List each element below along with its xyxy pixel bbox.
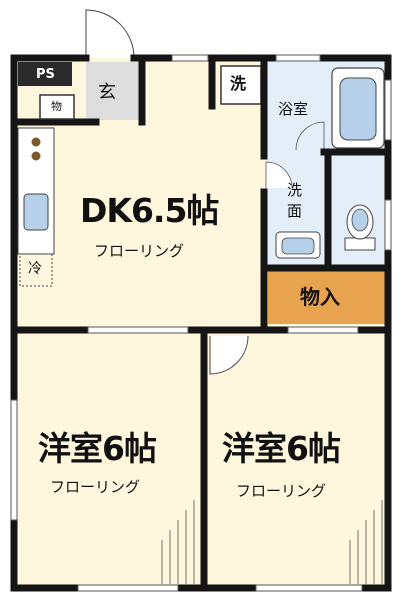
bath-door-swing <box>295 121 325 151</box>
entrance-floor <box>86 62 141 120</box>
ps-block <box>18 62 72 86</box>
bath-label: 浴室 <box>278 100 309 118</box>
bedroom-door-swing <box>209 335 249 375</box>
kitchen-counter <box>17 127 55 255</box>
washroom-label: 洗 面 <box>287 181 303 220</box>
ps-label: PS <box>36 67 55 82</box>
dk-title: DK6.5帖 <box>80 191 219 230</box>
closet-marks <box>161 500 383 584</box>
sink <box>23 193 49 231</box>
washer-box <box>220 65 262 105</box>
stove-burner-icon <box>31 137 41 147</box>
toilet-tank <box>344 237 376 251</box>
washroom-door-swing <box>265 161 293 189</box>
entrance-door-swing <box>85 9 135 59</box>
small-storage-box <box>39 94 75 120</box>
storage-label: 物入 <box>300 285 340 309</box>
entrance-label: 玄 <box>98 82 116 103</box>
fridge-label: 冷 <box>28 261 42 277</box>
stove-burner-icon <box>31 151 41 161</box>
room-left-floor: フローリング <box>50 478 141 496</box>
room-right-title: 洋室6帖 <box>222 429 341 468</box>
washbasin-bowl <box>281 237 315 255</box>
fridge-space <box>19 253 53 287</box>
storage-room-fill <box>268 268 386 324</box>
room-right-floor: フローリング <box>236 482 327 500</box>
bathtub-inner <box>339 77 377 141</box>
toilet-bowl-inner <box>351 208 369 232</box>
room-left-title: 洋室6帖 <box>38 429 157 468</box>
dk-floor: フローリング <box>94 242 185 260</box>
windows <box>10 54 392 592</box>
washer-label: 洗 <box>230 74 247 93</box>
small-storage-label: 物 <box>51 100 62 113</box>
